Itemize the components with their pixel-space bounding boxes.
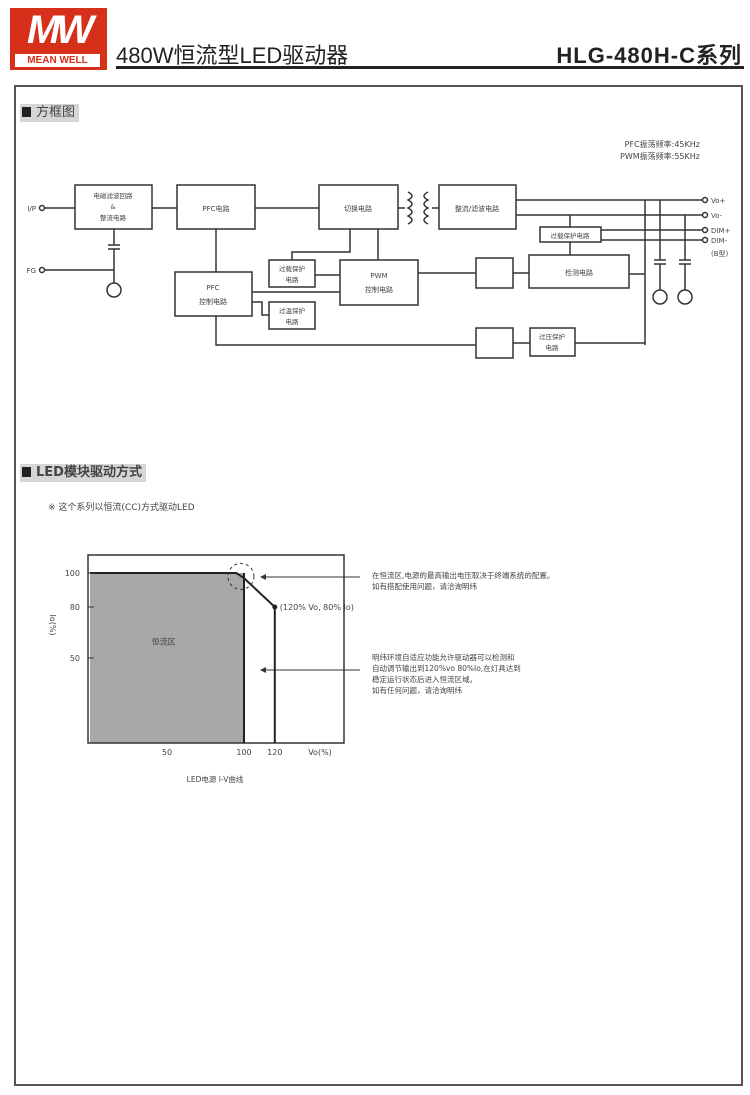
section-led-drive: LED模块驱动方式 bbox=[20, 464, 146, 482]
svg-text:电路: 电路 bbox=[286, 275, 300, 284]
svg-text:PFC电路: PFC电路 bbox=[202, 204, 229, 213]
svg-text:过载保护: 过载保护 bbox=[279, 264, 305, 273]
transformer-icon bbox=[406, 191, 413, 225]
svg-text:PWM振荡频率:55KHz: PWM振荡频率:55KHz bbox=[620, 151, 700, 161]
cc-region bbox=[90, 573, 244, 743]
block-diagram: PFC振荡频率:45KHz PWM振荡频率:55KHz I/P FG 电磁滤波回… bbox=[27, 139, 730, 359]
optocoupler-icon bbox=[475, 257, 514, 289]
content-frame bbox=[14, 85, 743, 1086]
data-point bbox=[272, 604, 278, 610]
svg-text:PFC: PFC bbox=[206, 284, 219, 292]
svg-text:Vo+: Vo+ bbox=[711, 197, 726, 205]
annotation-text: 如有搭配使用问题，请洽询明纬 bbox=[372, 581, 477, 591]
svg-text:检测电路: 检测电路 bbox=[565, 268, 593, 277]
annotation-text: 如有任何问题，请洽询明纬 bbox=[372, 685, 462, 695]
svg-text:控制电路: 控制电路 bbox=[365, 285, 393, 294]
x-tick-label: 100 bbox=[236, 748, 251, 757]
point-label: (120% Vo, 80% Io) bbox=[280, 603, 354, 612]
page-title: 480W恒流型LED驱动器 bbox=[116, 43, 349, 68]
series-name: HLG-480H-C系列 bbox=[556, 43, 742, 68]
annotation-text: 自动调节输出到120%vo 80%Io,在灯具达到 bbox=[372, 663, 521, 673]
ground-icon bbox=[106, 282, 122, 298]
svg-text:整流电路: 整流电路 bbox=[100, 213, 127, 222]
y-axis-label: Io(%) bbox=[48, 614, 57, 635]
svg-text:过载保护电路: 过载保护电路 bbox=[551, 231, 591, 240]
x-tick-label: 120 bbox=[267, 748, 282, 757]
logo-mark: MW bbox=[26, 8, 94, 52]
annotation-text: 稳定运行状态后进入恒流区域。 bbox=[372, 674, 477, 684]
cc-note: ※ 这个系列以恒流(CC)方式驱动LED bbox=[48, 503, 195, 513]
svg-text:PWM: PWM bbox=[370, 272, 387, 280]
svg-text:电磁滤波回路: 电磁滤波回路 bbox=[94, 191, 134, 200]
svg-text:控制电路: 控制电路 bbox=[199, 297, 227, 306]
svg-text:PFC振荡频率:45KHz: PFC振荡频率:45KHz bbox=[625, 139, 700, 149]
highlight-circle bbox=[227, 562, 255, 590]
plot-frame bbox=[87, 554, 345, 744]
section-block-diagram: 方框图 bbox=[20, 104, 80, 122]
y-tick-label: 100 bbox=[65, 569, 80, 578]
logo-text: MEAN WELL bbox=[15, 54, 100, 67]
header-divider bbox=[116, 66, 744, 69]
iv-curve-chart: 恒流区 (120% Vo, 80% Io) 50 100 120 Vo(%) 100 80 50… bbox=[48, 554, 554, 784]
cc-region-label: 恒流区 bbox=[152, 636, 176, 646]
svg-text:DIM+: DIM+ bbox=[711, 227, 730, 235]
svg-text:电路: 电路 bbox=[546, 343, 560, 352]
svg-text:Vo-: Vo- bbox=[711, 212, 723, 220]
svg-text:DIM-: DIM- bbox=[711, 237, 727, 245]
annotation-text: 在恒流区,电源的最高输出电压取决于终端系统的配置。 bbox=[372, 570, 554, 580]
optocoupler-icon bbox=[475, 327, 514, 359]
arrow-head bbox=[260, 667, 266, 673]
x-axis-label: Vo(%) bbox=[308, 748, 332, 757]
svg-text:&: & bbox=[110, 203, 115, 211]
chart-caption: LED电源 I-V曲线 bbox=[187, 774, 244, 784]
svg-text:FG: FG bbox=[27, 267, 36, 275]
svg-text:电路: 电路 bbox=[286, 317, 300, 326]
mean-well-logo: MW MEAN WELL bbox=[10, 8, 107, 70]
svg-text:整流/滤波电路: 整流/滤波电路 bbox=[455, 204, 499, 213]
x-tick-label: 50 bbox=[162, 748, 172, 757]
svg-text:(B型): (B型) bbox=[711, 249, 729, 258]
svg-text:过温保护: 过温保护 bbox=[279, 306, 305, 315]
y-tick-label: 80 bbox=[70, 603, 80, 612]
svg-text:I/P: I/P bbox=[27, 205, 36, 213]
annotation-text: 明纬环境自适应功能允许驱动器可以检测和 bbox=[372, 652, 515, 662]
svg-text:过压保护: 过压保护 bbox=[539, 332, 565, 341]
svg-text:切换电路: 切换电路 bbox=[344, 204, 372, 213]
arrow-head bbox=[260, 574, 266, 580]
y-tick-label: 50 bbox=[70, 654, 80, 663]
